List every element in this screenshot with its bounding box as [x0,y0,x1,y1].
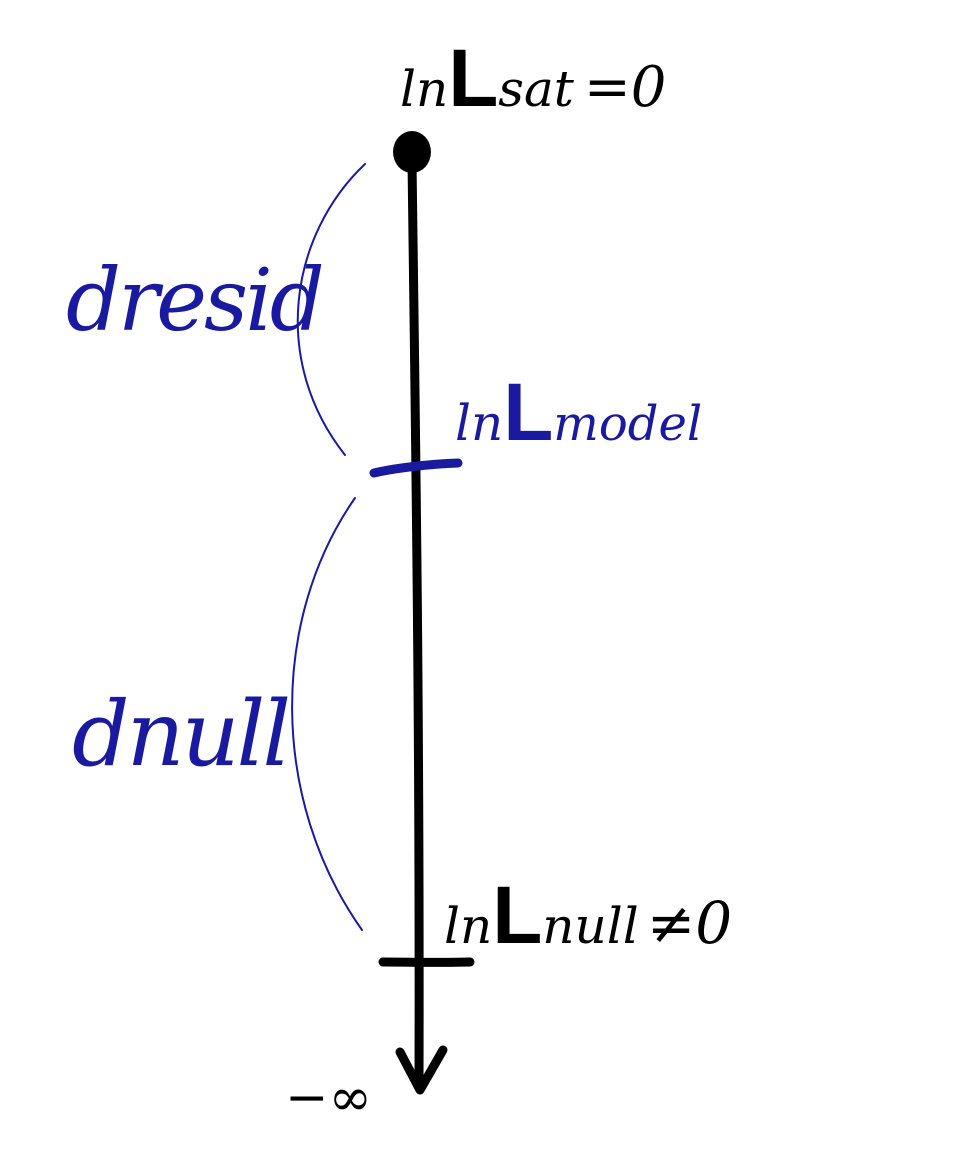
model-tick [369,458,463,478]
null-loglik-label: lnLnull≠0 [444,875,732,957]
likelihood-symbol: L [503,367,554,458]
subscript-model: model [553,396,703,452]
null-bracket [291,497,363,931]
null-deviance-label: dnull [72,682,291,787]
ln-prefix: ln [400,60,449,118]
saturated-loglik-label: lnLsat=0 [400,38,666,120]
negative-infinity-label: −∞ [285,1068,372,1128]
likelihood-axis [407,155,424,1090]
likelihood-symbol: L [448,33,499,124]
residual-deviance-label: dresid [66,251,325,351]
likelihood-symbol: L [492,870,543,961]
subscript-null: null [542,897,639,955]
subscript-sat: sat [498,60,574,118]
resid-bracket [296,163,366,456]
ln-prefix: ln [444,897,493,955]
arrow-down-icon [395,1045,448,1095]
ln-prefix: ln [455,394,504,452]
relation-neq-zero: ≠0 [646,889,733,957]
saturated-point [393,131,431,173]
relation-eq-zero: =0 [583,55,667,120]
model-loglik-label: lnLmodel [455,372,702,454]
